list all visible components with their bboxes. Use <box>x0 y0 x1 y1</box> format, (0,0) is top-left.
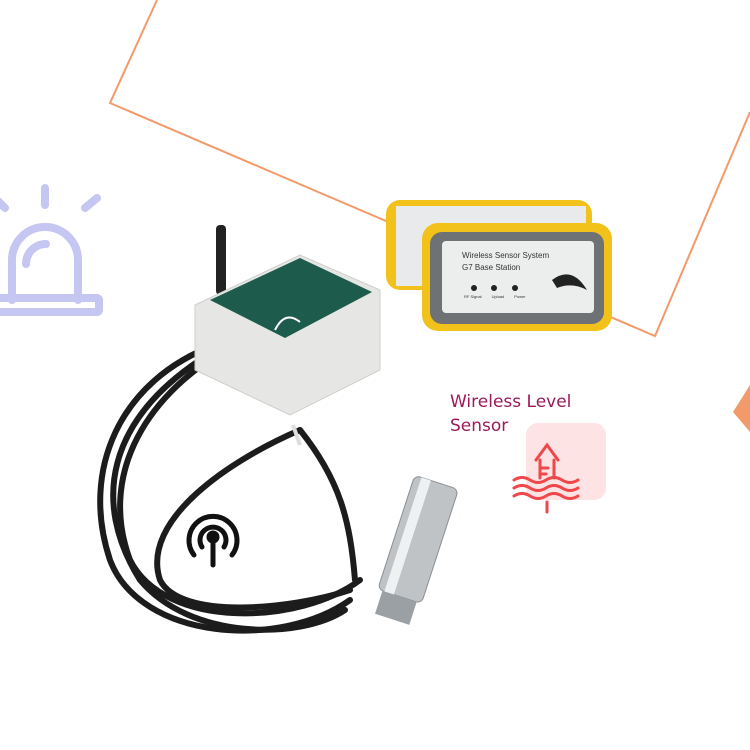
alarm-light-icon <box>0 184 103 316</box>
antenna <box>216 225 226 295</box>
water-level-icon <box>512 423 606 514</box>
orange-triangle <box>733 385 750 432</box>
wireless-signal-icon <box>186 513 240 568</box>
led-label: Power <box>514 294 526 299</box>
g7-base-station-image <box>386 200 612 331</box>
led-labels: RF Signal Upload Power <box>464 294 526 299</box>
product-title: Wireless Level Sensor <box>450 392 572 436</box>
base-station-label-2: G7 Base Station <box>462 263 521 272</box>
led-label: Upload <box>491 294 505 299</box>
base-station-label-1: Wireless Sensor System <box>462 251 550 260</box>
led-label: RF Signal <box>464 294 482 299</box>
